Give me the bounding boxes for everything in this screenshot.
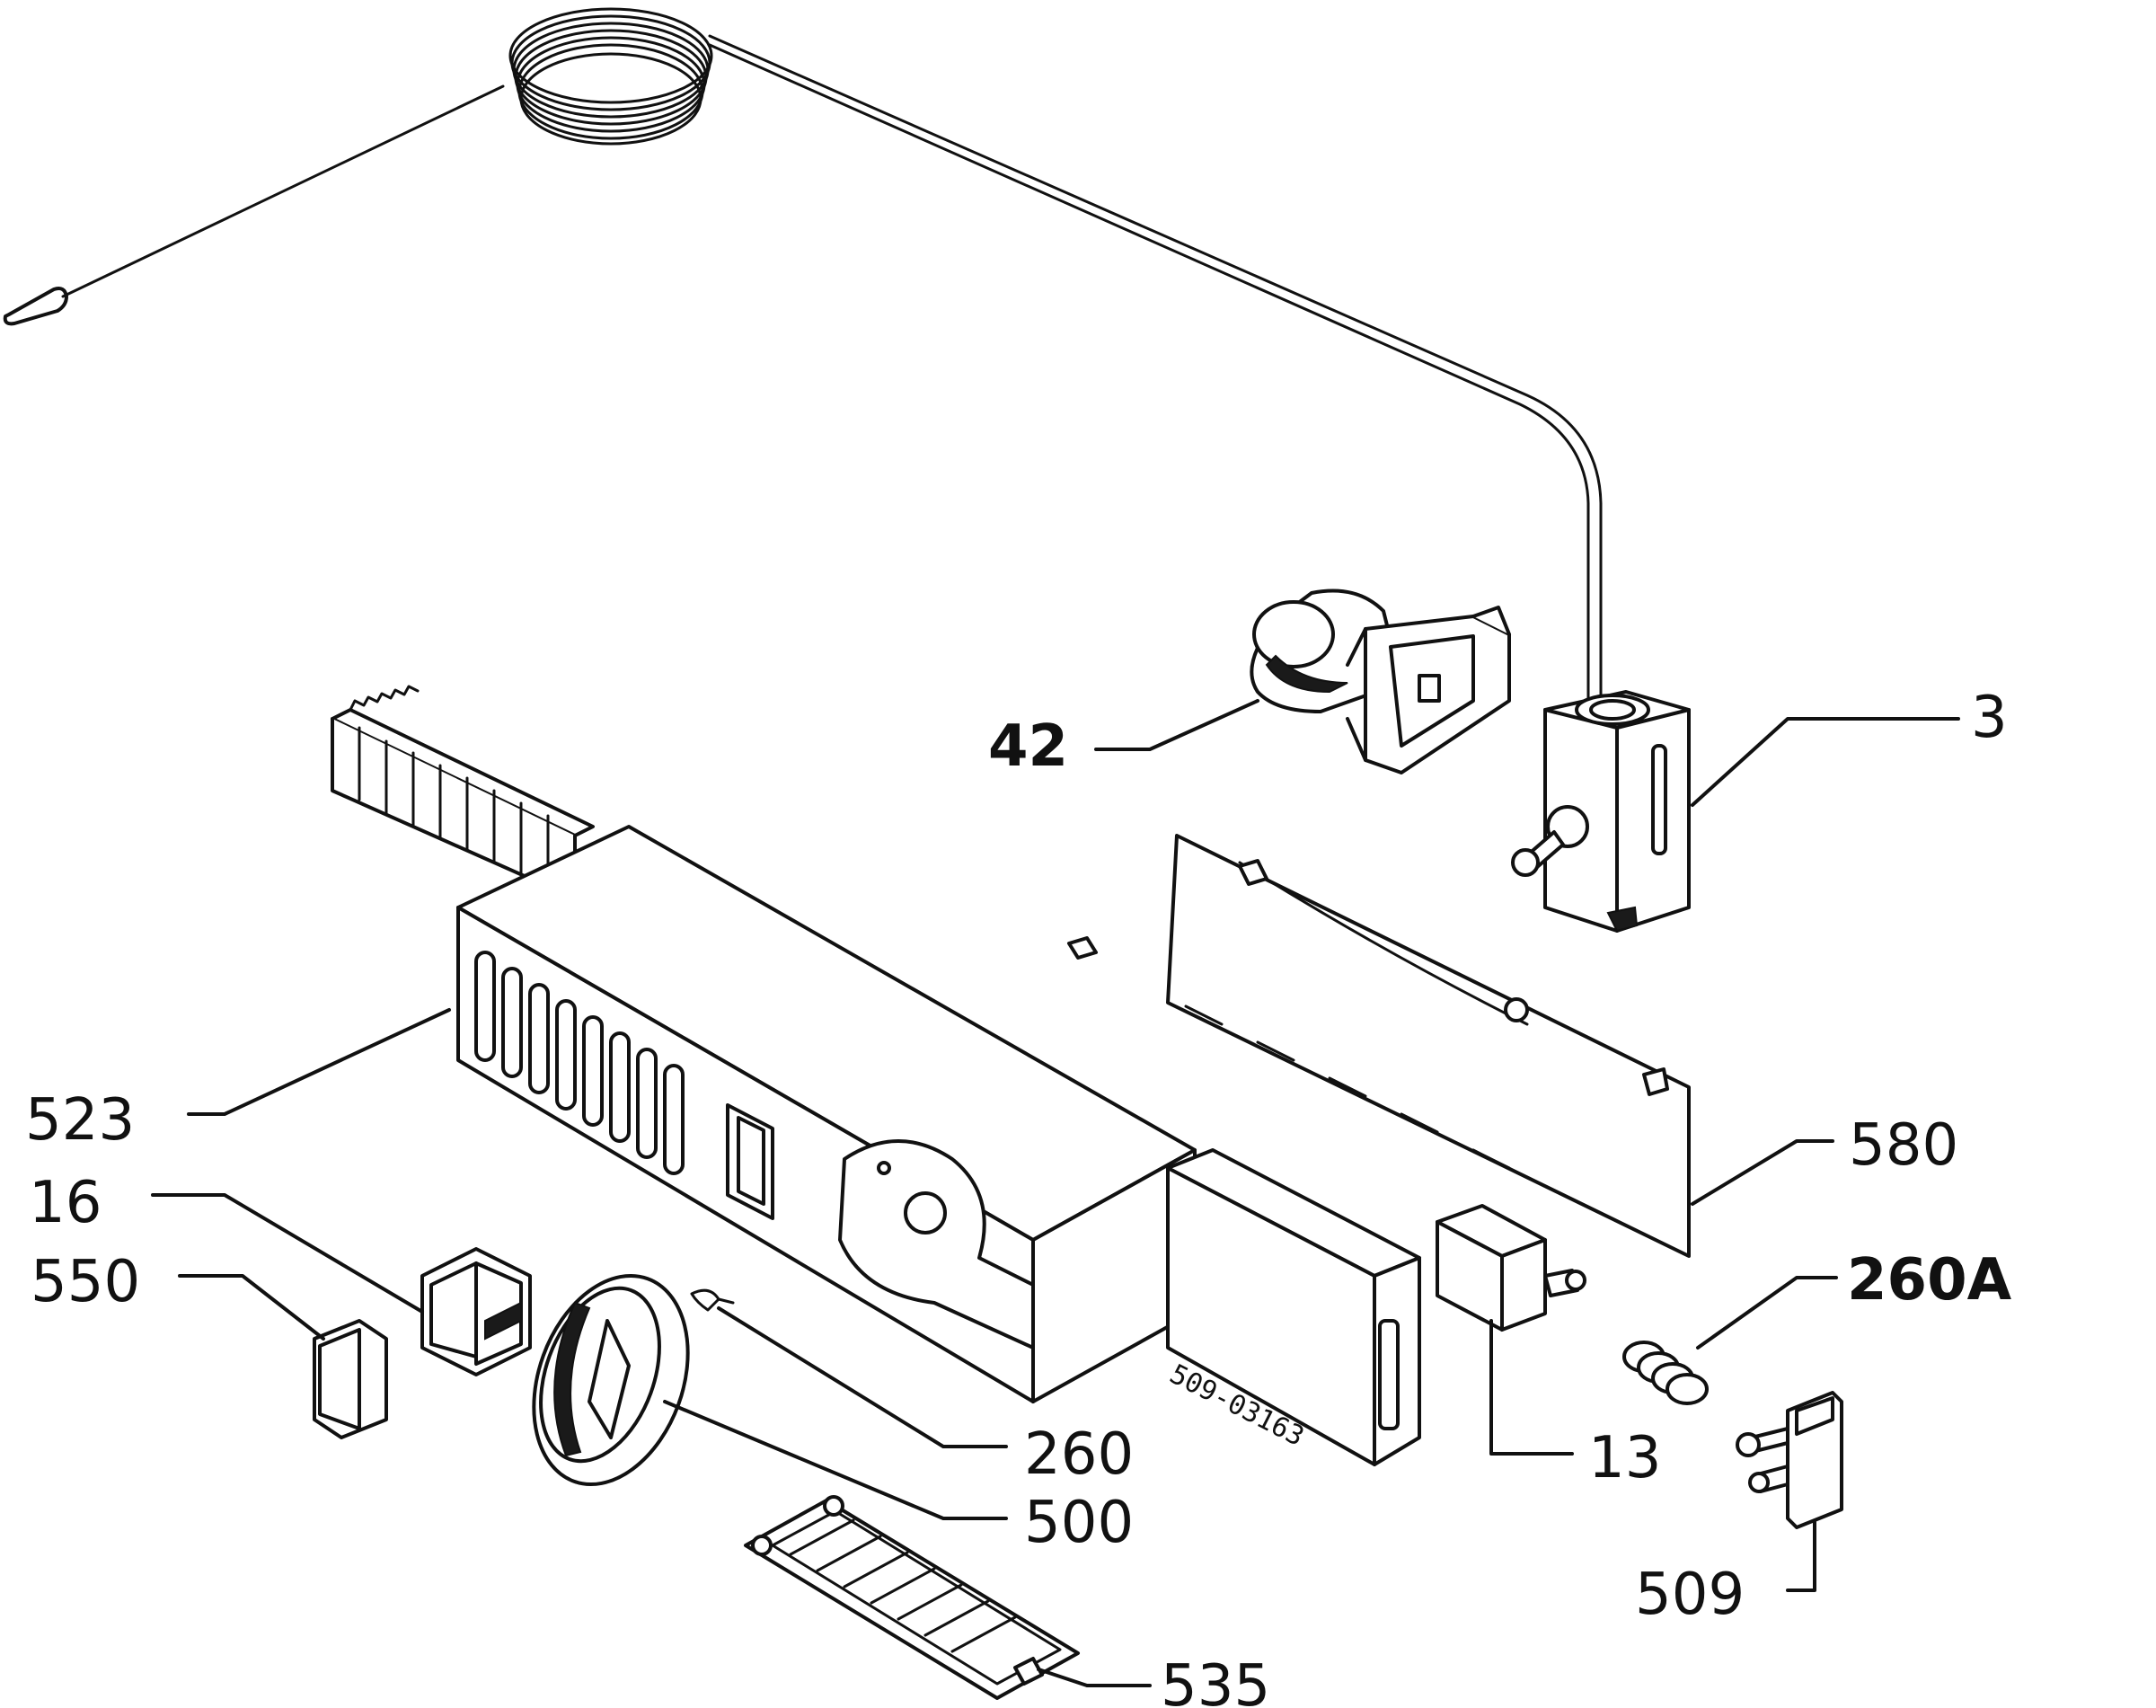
callout-260a: 260A — [1847, 1247, 2012, 1314]
callout-16: 16 — [29, 1170, 102, 1236]
capillary-coil — [508, 7, 713, 146]
thermostat-knob — [532, 1273, 690, 1487]
callout-509: 509 — [1635, 1562, 1745, 1628]
callout-labels: 42 3 523 580 16 260A 550 260 13 500 509 … — [25, 685, 2012, 1708]
callout-42: 42 — [988, 713, 1068, 780]
callout-523: 523 — [25, 1087, 135, 1154]
relay-module: 509-03163 — [1164, 1148, 1421, 1466]
small-clip — [690, 1288, 735, 1312]
button-cap — [313, 1319, 388, 1439]
thermostat — [1511, 690, 1691, 933]
housing-vent-slots — [474, 951, 685, 1175]
door-switch-bracket — [1736, 1391, 1843, 1529]
control-board — [1166, 834, 1691, 1258]
callout-550: 550 — [31, 1249, 140, 1315]
callout-500: 500 — [1024, 1490, 1134, 1556]
callout-13: 13 — [1588, 1425, 1661, 1491]
main-housing — [331, 685, 1197, 1403]
callout-535: 535 — [1161, 1653, 1270, 1708]
housing-ribbed-rail — [331, 685, 595, 900]
starter-relay — [1436, 1204, 1586, 1332]
lamp-holder — [1250, 589, 1511, 774]
vent-grille — [744, 1495, 1080, 1700]
spring — [1622, 1341, 1709, 1405]
capillary-tube — [3, 7, 1603, 703]
callout-3: 3 — [1971, 685, 2008, 751]
rocker-switch — [420, 1247, 532, 1376]
callout-260: 260 — [1024, 1421, 1134, 1488]
leader-lines — [151, 699, 1960, 1687]
callout-580: 580 — [1849, 1112, 1958, 1179]
